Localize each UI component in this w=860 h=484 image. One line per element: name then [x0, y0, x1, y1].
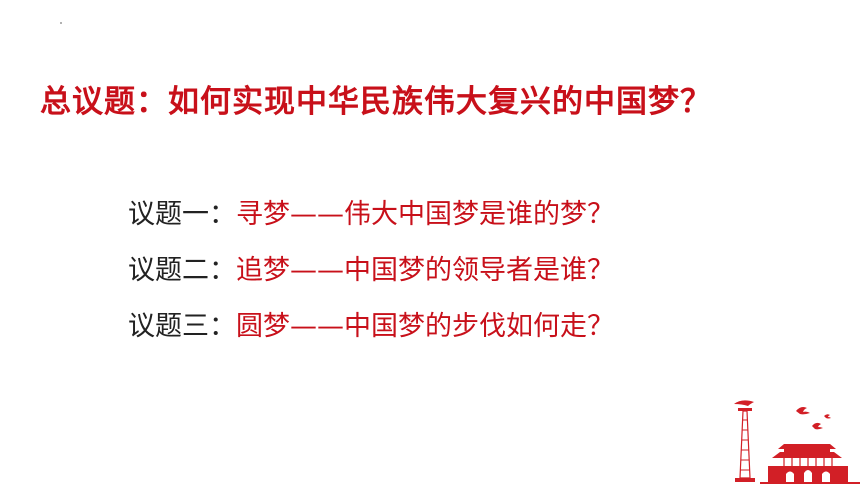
topic-text: 圆梦——中国梦的步伐如何走？: [236, 311, 614, 342]
topic-item-2: 议题二：追梦——中国梦的领导者是谁？: [128, 246, 614, 296]
topic-label: 议题一：: [128, 199, 236, 230]
main-title: 总议题：如何实现中华民族伟大复兴的中国梦？: [40, 84, 712, 120]
topic-label: 议题三：: [128, 311, 236, 342]
topic-label: 议题二：: [128, 255, 236, 286]
corner-dot: [60, 22, 62, 24]
topic-text: 追梦——中国梦的领导者是谁？: [236, 255, 614, 286]
tiananmen-huabiao-doves-icon: [734, 400, 860, 484]
topic-item-3: 议题三：圆梦——中国梦的步伐如何走？: [128, 302, 614, 352]
topic-list: 议题一：寻梦——伟大中国梦是谁的梦？ 议题二：追梦——中国梦的领导者是谁？ 议题…: [128, 190, 614, 358]
topic-text: 寻梦——伟大中国梦是谁的梦？: [236, 199, 614, 230]
topic-item-1: 议题一：寻梦——伟大中国梦是谁的梦？: [128, 190, 614, 240]
